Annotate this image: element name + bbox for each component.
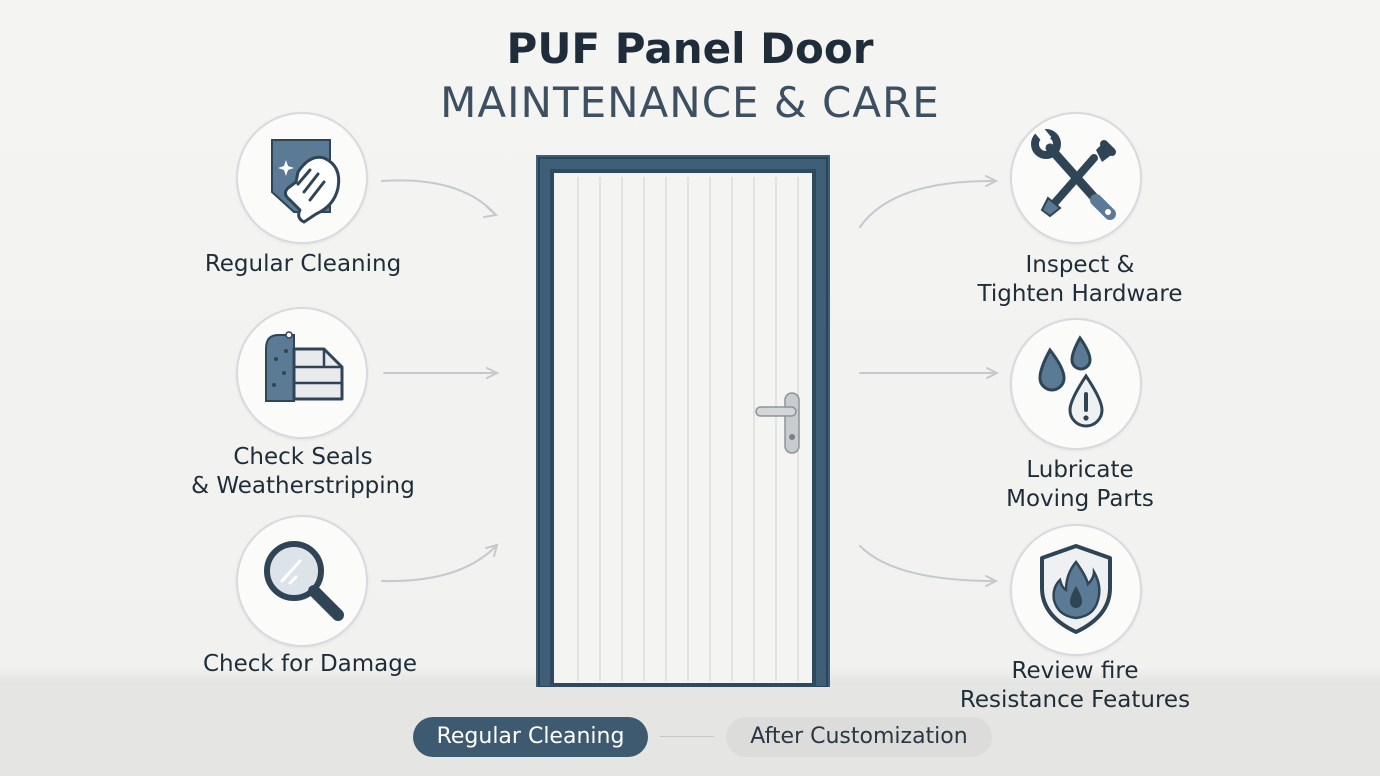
arrow-left-1 <box>381 179 496 215</box>
inspect-hardware-circle <box>1010 112 1142 244</box>
wrench-screwdriver-icon <box>1031 126 1116 220</box>
arrow-right-1-head <box>985 175 999 187</box>
puf-panel-door <box>536 155 830 688</box>
arrow-left-3-head <box>485 543 499 557</box>
cleaning-cloth-hand-icon <box>271 139 341 224</box>
title-main: PUF Panel Door <box>506 24 874 73</box>
arrow-right-2-head <box>986 367 1000 379</box>
arrow-left-2-head <box>486 367 500 379</box>
seal-weatherstrip-icon <box>265 331 344 402</box>
lubricate-circle <box>1010 318 1142 450</box>
check-seals-label: Check Seals & Weatherstripping <box>191 444 415 499</box>
floor <box>0 686 1380 776</box>
arrow-right-3-head <box>985 575 999 587</box>
tab-divider <box>660 736 714 737</box>
regular-cleaning-tab[interactable]: Regular Cleaning <box>413 717 648 757</box>
check-damage-circle <box>236 515 368 647</box>
fire-shield-icon <box>1040 544 1112 634</box>
regular-cleaning-label: Regular Cleaning <box>204 251 402 277</box>
after-customization-tab[interactable]: After Customization <box>726 717 992 757</box>
arrow-right-1 <box>859 179 996 228</box>
check-seals-circle <box>236 307 368 439</box>
magnifying-glass-icon <box>264 541 344 621</box>
arrow-left-1-head <box>483 205 499 218</box>
door-handle <box>755 392 800 454</box>
inspect-hardware-label: Inspect & Tighten Hardware <box>977 252 1183 307</box>
arrow-right-3 <box>859 545 996 582</box>
fire-resistance-circle <box>1010 524 1142 656</box>
fire-resistance-label: Review fire Resistance Features <box>959 658 1191 713</box>
arrow-left-3 <box>381 545 497 583</box>
oil-drops-icon <box>1038 335 1104 428</box>
regular-cleaning-circle <box>236 112 368 244</box>
check-damage-label: Check for Damage <box>202 651 418 677</box>
title-sub: MAINTENANCE & CARE <box>440 78 940 127</box>
lubricate-label: Lubricate Moving Parts <box>1006 457 1154 512</box>
